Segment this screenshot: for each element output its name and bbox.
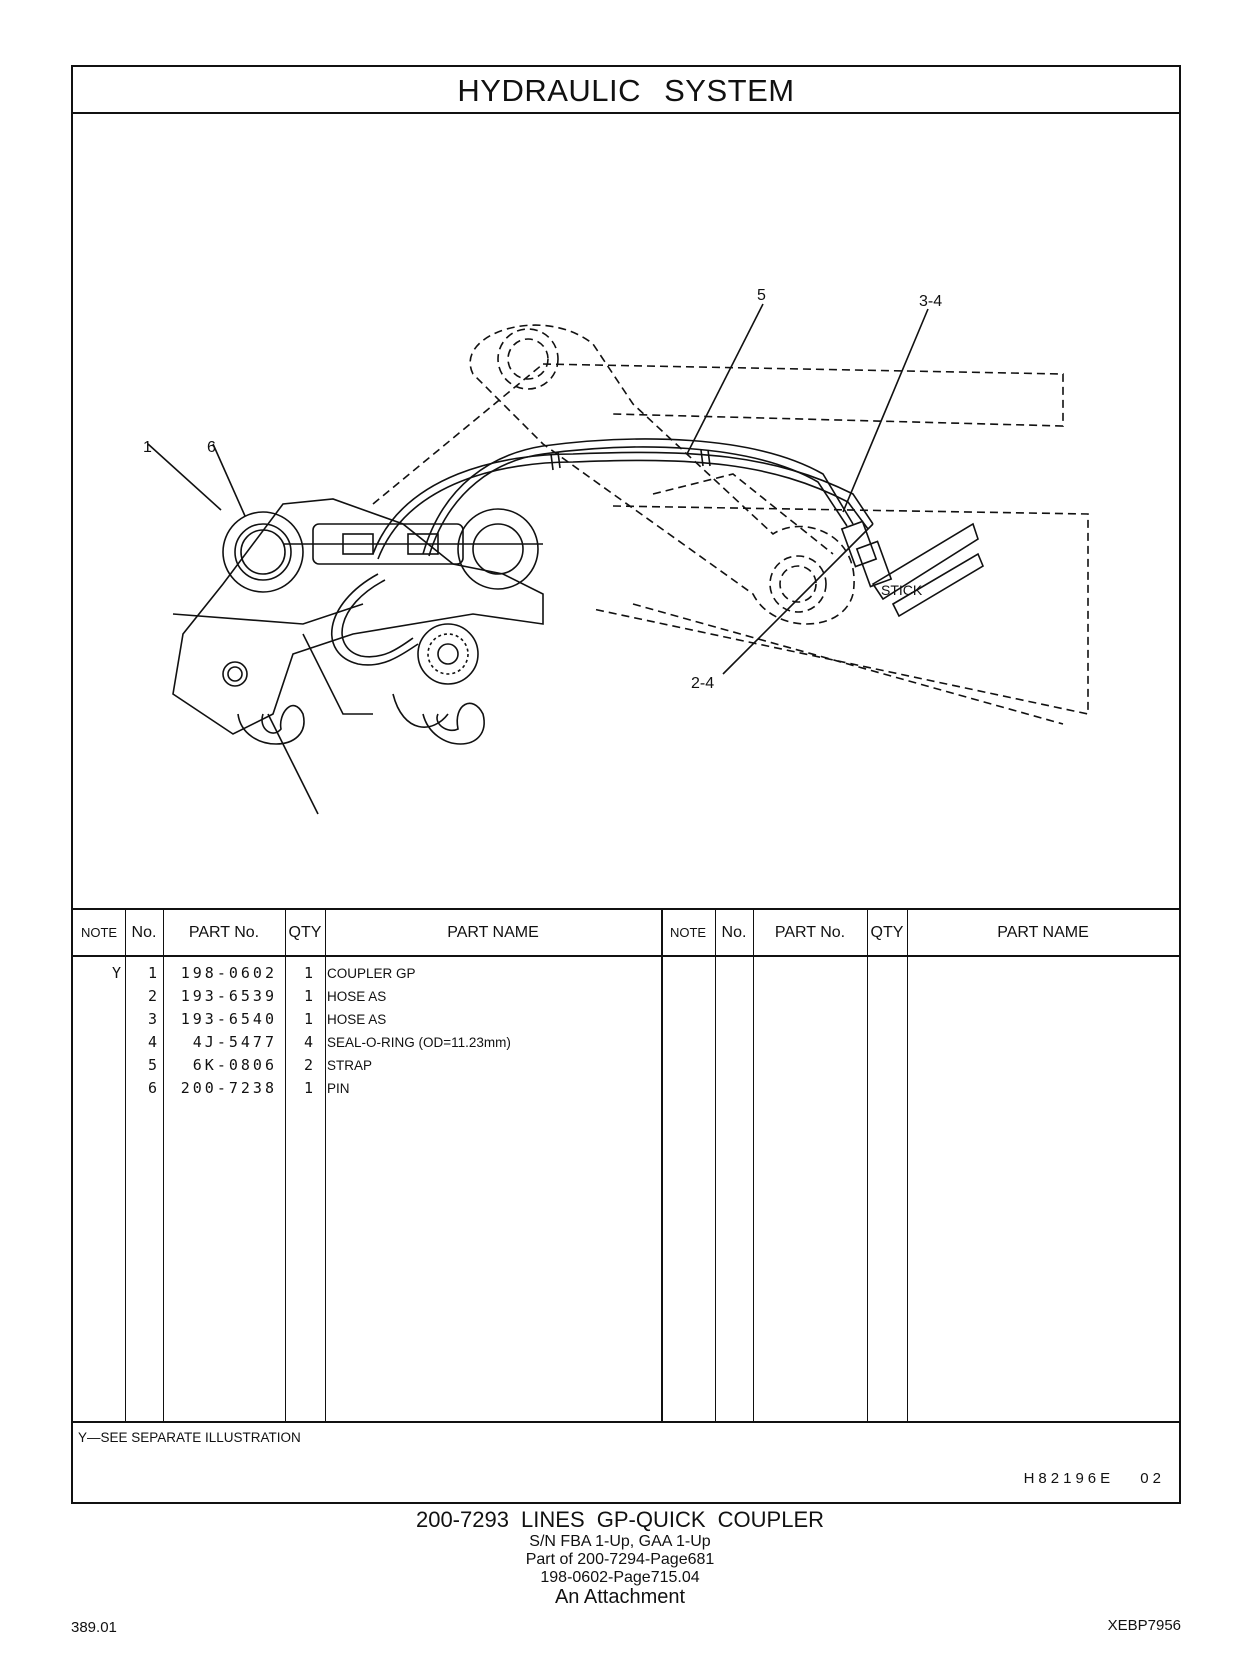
stick-outline	[542, 363, 1064, 427]
header-note: NOTE	[80, 925, 118, 940]
row-number: 1	[147, 964, 157, 982]
header-qty: QTY	[288, 924, 322, 941]
page-title: HYDRAULIC SYSTEM	[73, 67, 1179, 114]
row-qty: 1	[303, 1079, 313, 1097]
col-divider	[285, 910, 286, 1421]
row-number: 3	[147, 1010, 157, 1028]
row-qty: 1	[303, 964, 313, 982]
row-part-name: HOSE AS	[327, 989, 387, 1004]
table-row: 5 6K-0806 2 STRAP	[73, 1054, 663, 1077]
header-no: No.	[131, 924, 157, 941]
caption-part-of: Part of 200-7294-Page681	[525, 1551, 715, 1568]
document-code: XEBP7956	[1107, 1617, 1181, 1634]
row-part-name: SEAL-O-RING (OD=11.23mm)	[327, 1035, 511, 1050]
row-part-number: 198-0602	[180, 964, 277, 982]
caption-attachment: An Attachment	[554, 1586, 686, 1608]
col-divider	[325, 910, 326, 1421]
pin-6	[222, 511, 304, 593]
leader-6	[212, 443, 246, 517]
lock-cylinder	[417, 623, 479, 685]
row-qty: 4	[303, 1033, 313, 1051]
parts-page-frame: HYDRAULIC SYSTEM	[71, 65, 1181, 1504]
leader-5	[686, 303, 764, 455]
callout-2-4: 2-4	[691, 675, 715, 692]
row-number: 4	[147, 1033, 157, 1051]
row-part-number: 193-6540	[180, 1010, 277, 1028]
drawing-code: H82196E 02	[1023, 1470, 1165, 1487]
row-qty: 1	[303, 987, 313, 1005]
row-part-name: PIN	[327, 1081, 350, 1096]
table-row: 3 193-6540 1 HOSE AS	[73, 1008, 663, 1031]
header-part-no-2: PART No.	[774, 924, 846, 941]
header-part-no: PART No.	[188, 924, 260, 941]
row-number: 5	[147, 1056, 157, 1074]
table-half-divider	[661, 910, 663, 1421]
row-qty: 1	[303, 1010, 313, 1028]
hose-2	[422, 438, 854, 555]
hook-front	[237, 704, 305, 745]
leader-24	[722, 523, 874, 675]
stick-label: STICK	[881, 582, 923, 598]
col-divider	[907, 910, 908, 1421]
header-no-2: No.	[721, 924, 747, 941]
caption-group-title: 200-7293 LINES GP-QUICK COUPLER	[415, 1507, 825, 1532]
row-number: 6	[147, 1079, 157, 1097]
callout-5: 5	[757, 287, 766, 304]
col-divider	[125, 910, 126, 1421]
parts-table: NOTE No. PART No. QTY PART NAME NOTE No.…	[73, 908, 1179, 1423]
row-part-number: 4J-5477	[192, 1033, 277, 1051]
table-row: 6 200-7238 1 PIN	[73, 1077, 663, 1100]
header-note-2: NOTE	[669, 925, 707, 940]
row-part-name: HOSE AS	[327, 1012, 387, 1027]
col-divider	[163, 910, 164, 1421]
row-part-name: COUPLER GP	[327, 966, 416, 981]
table-row: 4 4J-5477 4 SEAL-O-RING (OD=11.23mm)	[73, 1031, 663, 1054]
header-part-name: PART NAME	[447, 924, 539, 941]
page-number: 389.01	[71, 1619, 117, 1636]
leader-1	[147, 443, 222, 511]
coupler-drawing	[147, 303, 1089, 815]
caption-reference: 198-0602-Page715.04	[540, 1569, 700, 1586]
row-part-name: STRAP	[327, 1058, 373, 1073]
callout-3-4: 3-4	[919, 293, 943, 310]
row-number: 2	[147, 987, 157, 1005]
table-row: 2 193-6539 1 HOSE AS	[73, 985, 663, 1008]
callout-1: 1	[143, 439, 152, 456]
col-divider	[867, 910, 868, 1421]
header-qty-2: QTY	[870, 924, 904, 941]
strap-b	[700, 449, 711, 467]
strap-a	[550, 451, 561, 471]
hose-3	[372, 451, 874, 555]
caption-serial-range: S/N FBA 1-Up, GAA 1-Up	[529, 1533, 711, 1550]
col-divider	[753, 910, 754, 1421]
link-outline	[469, 324, 855, 625]
exploded-illustration: 1 6 5 3-4 2-4 STICK	[73, 114, 1179, 908]
row-part-number: 200-7238	[180, 1079, 277, 1097]
table-row: Y 1 198-0602 1 COUPLER GP	[73, 962, 663, 985]
col-divider	[715, 910, 716, 1421]
hose-bracket	[312, 523, 464, 565]
row-part-number: 6K-0806	[192, 1056, 277, 1074]
header-part-name-2: PART NAME	[997, 924, 1089, 941]
header-divider	[73, 955, 1179, 957]
callout-6: 6	[207, 439, 216, 456]
leader-34	[842, 308, 929, 513]
row-note: Y	[111, 964, 121, 982]
footnote: Y—SEE SEPARATE ILLUSTRATION	[78, 1430, 301, 1445]
row-part-number: 193-6539	[180, 987, 277, 1005]
row-qty: 2	[303, 1056, 313, 1074]
stick-fittings	[871, 522, 979, 601]
